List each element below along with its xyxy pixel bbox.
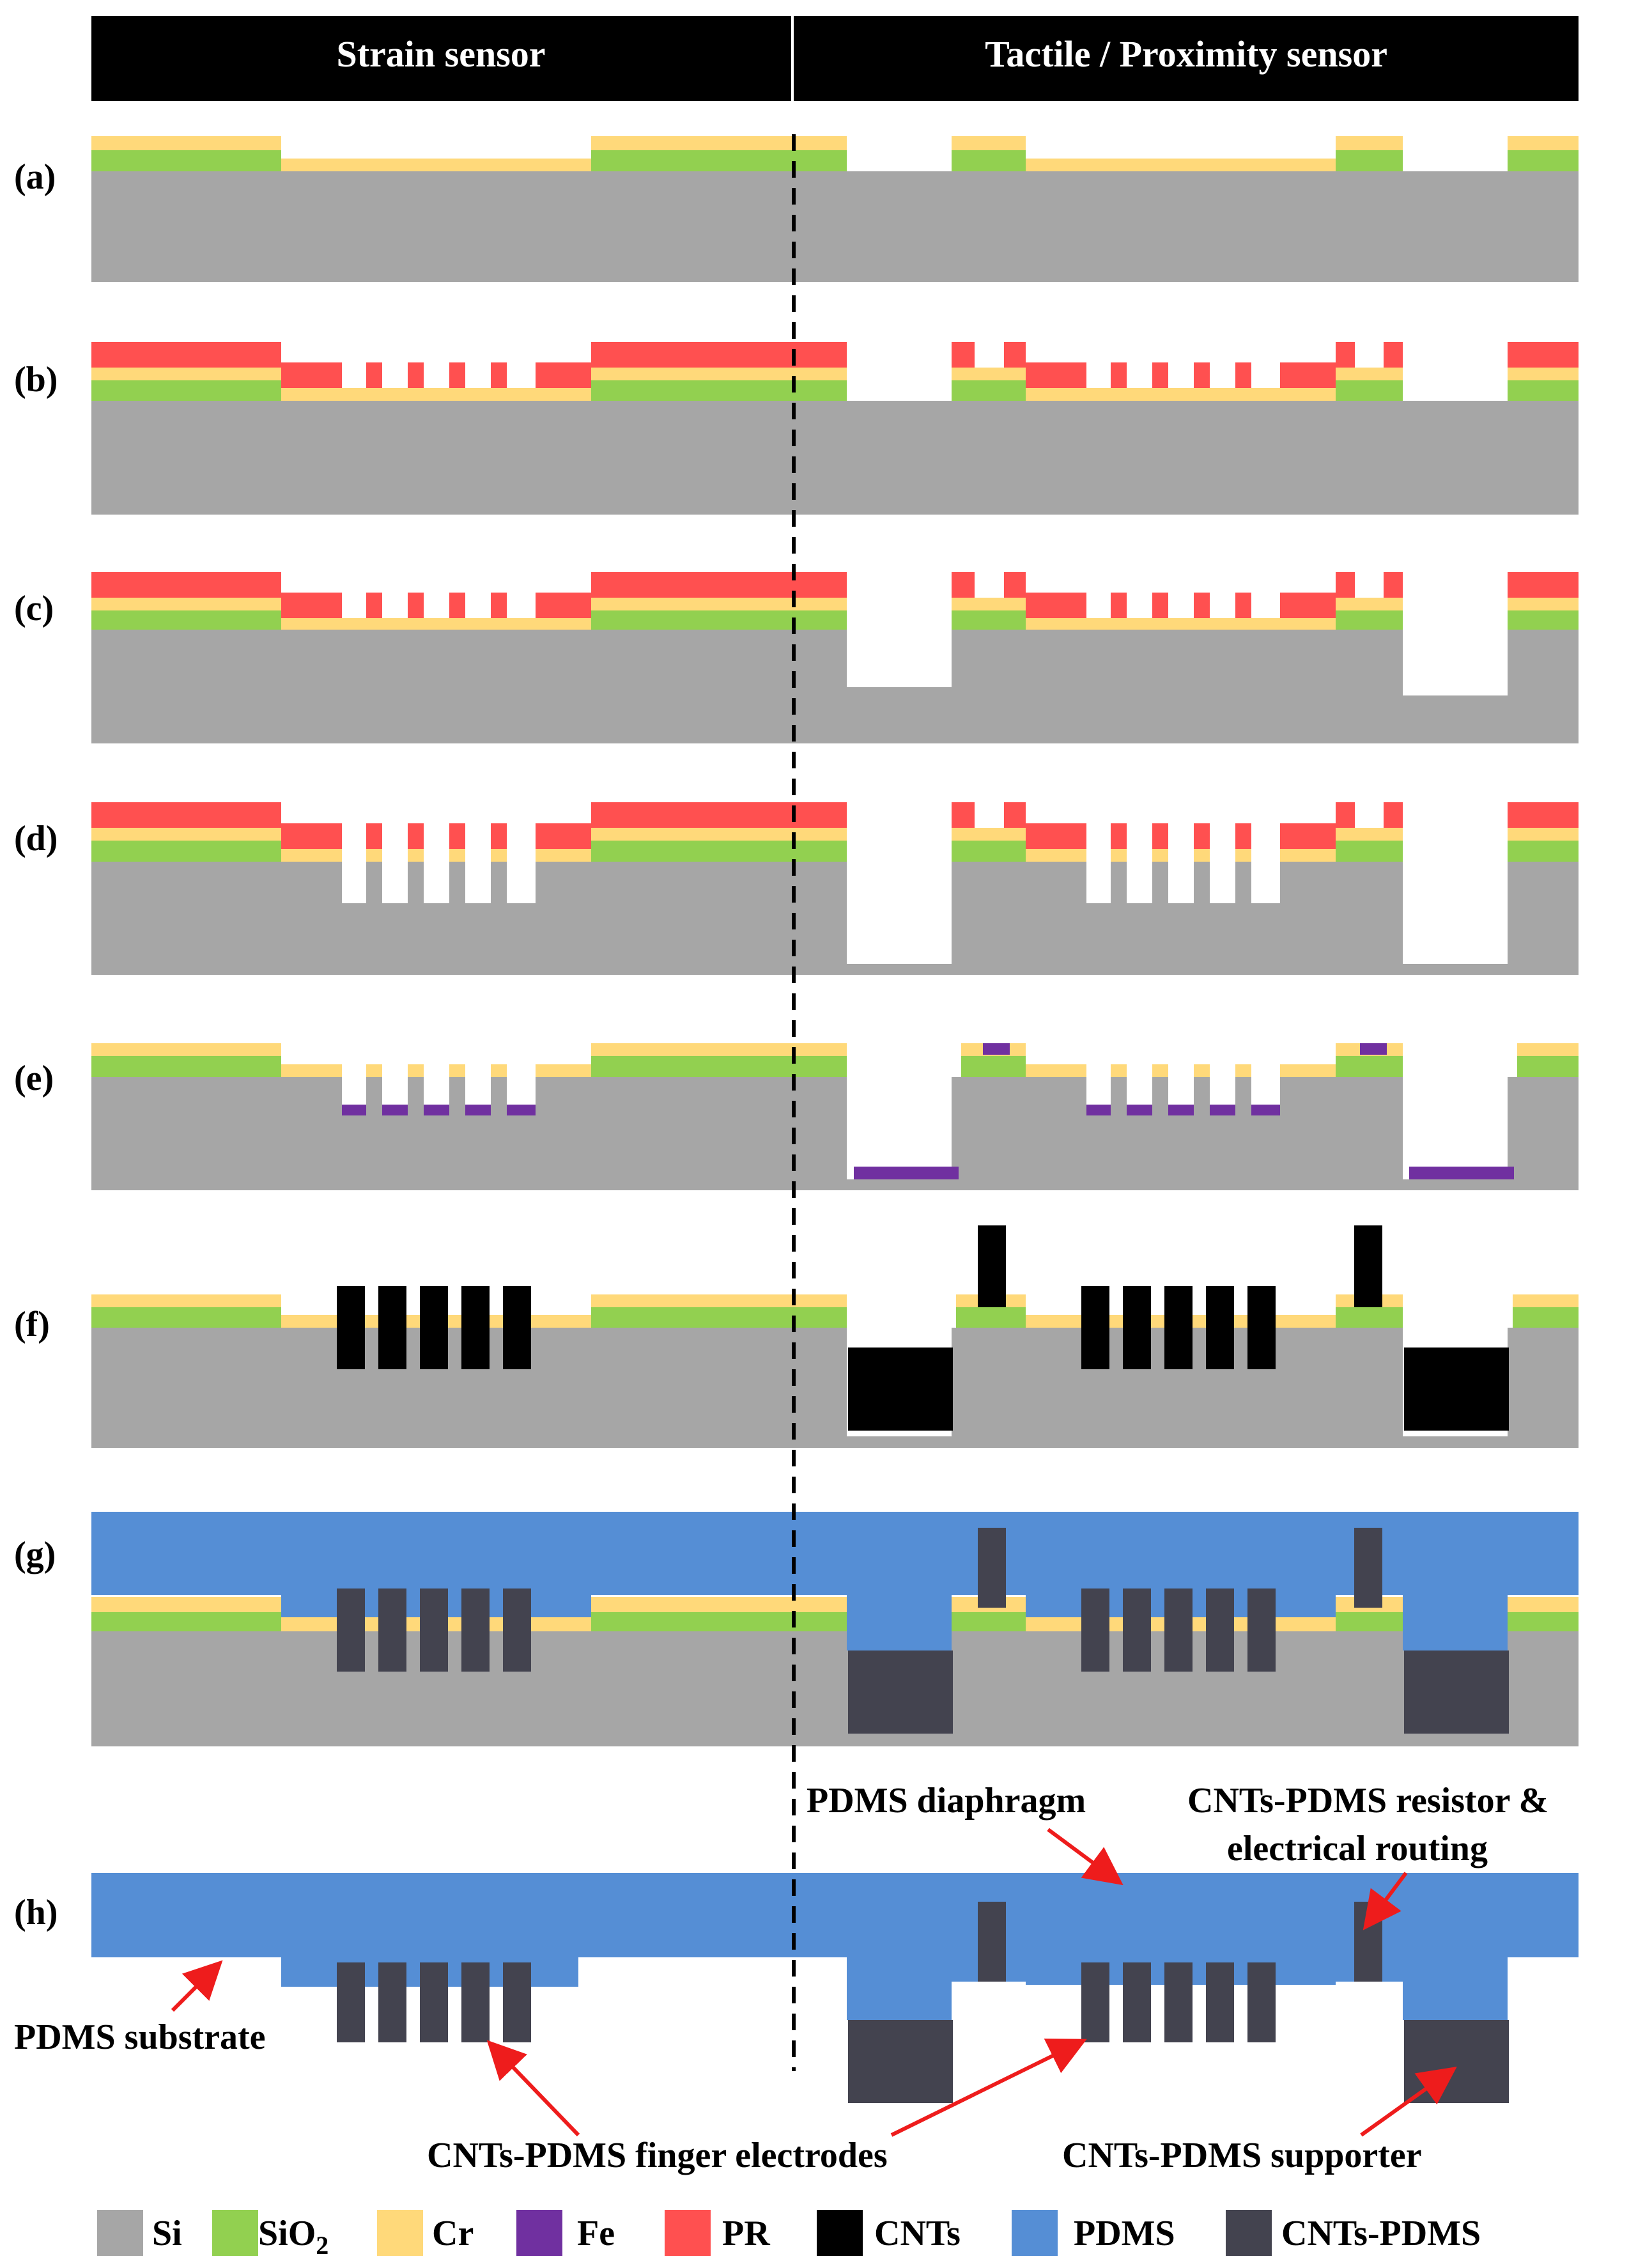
step-h-cross-section (91, 1873, 1579, 2103)
legend-label-cr: Cr (432, 2214, 474, 2253)
arrow-supporter (1360, 2067, 1457, 2137)
step-labels: (a) (b) (c) (d) (e) (f) (g) (h) (14, 157, 58, 1932)
step-label-d: (d) (14, 819, 58, 858)
legend-label-sio2: SiO2 (258, 2214, 328, 2260)
resistor-label-line1: CNTs-PDMS resistor & (1187, 1781, 1548, 1821)
step-d-cross-section (91, 802, 1579, 975)
arrow-finger-right (890, 2039, 1087, 2137)
strain-sensor-title: Strain sensor (336, 33, 545, 75)
legend-label-pr: PR (722, 2214, 770, 2253)
arrow-finger-left (486, 2040, 580, 2137)
legend: Si SiO2 Cr Fe PR CNTs PDMS CNTs-PDMS (97, 2210, 1481, 2260)
legend-swatch-cnts (817, 2210, 863, 2256)
step-b-cross-section (91, 342, 1579, 515)
step-c-cross-section (91, 572, 1579, 743)
supporter-label: CNTs-PDMS supporter (1062, 2136, 1422, 2175)
arrow-pdms-diaphragm (1047, 1828, 1123, 1886)
pdms-substrate-label: PDMS substrate (14, 2017, 266, 2057)
step-label-a: (a) (14, 157, 56, 197)
step-e-cross-section (91, 1043, 1579, 1190)
step-f-cross-section (91, 1225, 1579, 1448)
legend-swatch-fe (516, 2210, 562, 2256)
step-a-cross-section (91, 136, 1579, 282)
tactile-proximity-title: Tactile / Proximity sensor (985, 33, 1387, 75)
legend-label-si: Si (152, 2214, 182, 2253)
step-label-g: (g) (14, 1535, 56, 1574)
step-label-c: (c) (14, 589, 54, 628)
step-label-f: (f) (14, 1305, 50, 1344)
legend-swatch-si (97, 2210, 143, 2256)
step-g-cross-section (91, 1512, 1579, 1746)
legend-swatch-sio2 (212, 2210, 258, 2256)
arrow-pdms-substrate (171, 1960, 223, 2012)
legend-swatch-pdms (1012, 2210, 1058, 2256)
step-label-e: (e) (14, 1059, 54, 1098)
legend-label-pdms: PDMS (1074, 2214, 1175, 2253)
header-bar: Strain sensor Tactile / Proximity sensor (91, 16, 1579, 101)
step-label-h: (h) (14, 1893, 58, 1932)
annotations: PDMS diaphragm CNTs-PDMS resistor & elec… (14, 1781, 1548, 2175)
legend-swatch-cntpdms (1226, 2210, 1272, 2256)
legend-swatch-cr (377, 2210, 423, 2256)
legend-label-cnts: CNTs (874, 2214, 961, 2253)
arrow-resistor (1363, 1872, 1408, 1930)
pdms-diaphragm-label: PDMS diaphragm (807, 1781, 1086, 1821)
legend-label-fe: Fe (577, 2214, 615, 2253)
step-label-b: (b) (14, 360, 58, 400)
finger-electrodes-label: CNTs-PDMS finger electrodes (427, 2136, 888, 2175)
legend-label-cntpdms: CNTs-PDMS (1281, 2214, 1481, 2253)
resistor-label-line2: electrical routing (1227, 1829, 1488, 1868)
legend-swatch-pr (665, 2210, 711, 2256)
